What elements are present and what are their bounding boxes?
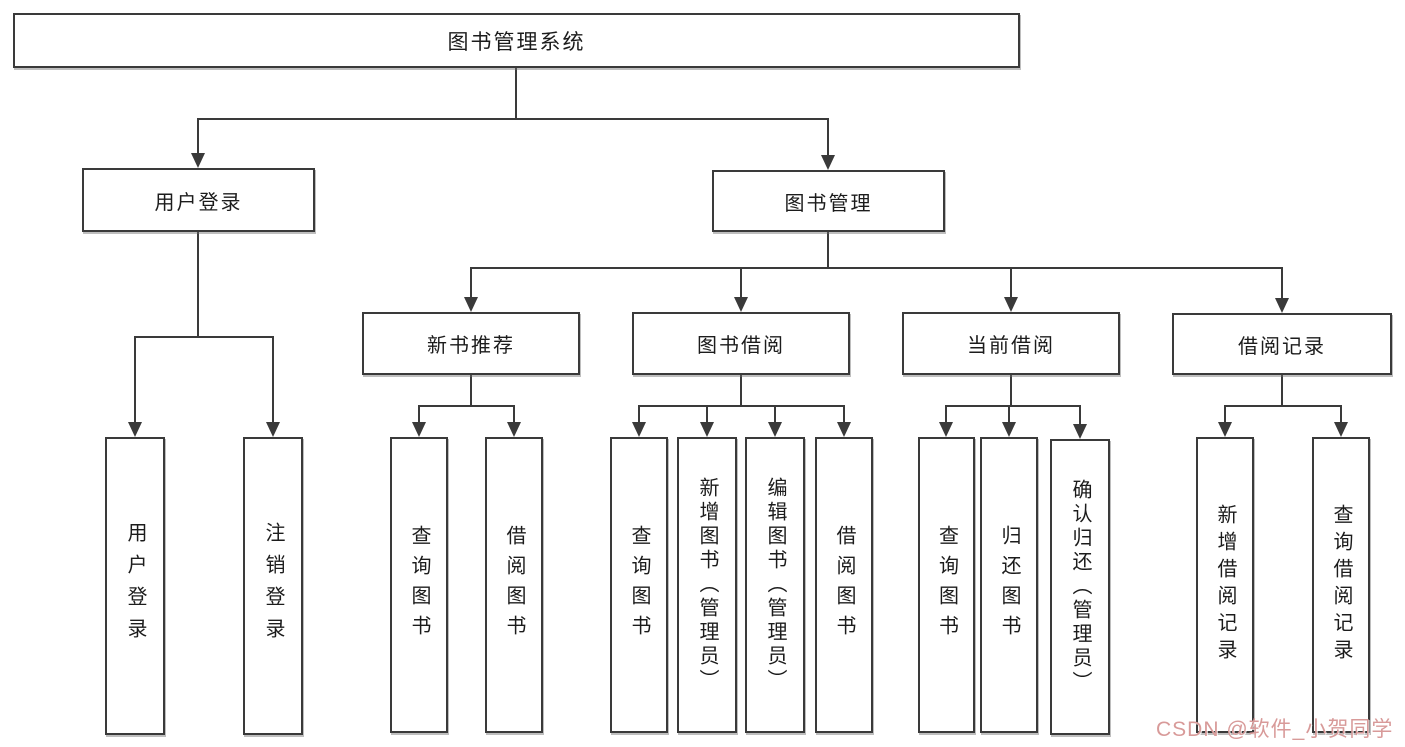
connector-line <box>1008 405 1010 424</box>
node-book-borrow: 图书借阅 <box>632 312 850 375</box>
connector-line <box>1224 405 1342 407</box>
connector-line <box>945 405 947 424</box>
arrow-down-icon <box>837 422 851 437</box>
connector-line <box>1281 375 1283 407</box>
connector-line <box>418 405 515 407</box>
connector-line <box>134 336 274 338</box>
connector-line <box>197 118 829 120</box>
connector-line <box>272 336 274 424</box>
connector-line <box>706 405 708 424</box>
leaf-query-book-1: 查询图书 <box>390 437 448 733</box>
node-user-login: 用户登录 <box>82 168 315 232</box>
leaf-borrow-book-2: 借阅图书 <box>815 437 873 733</box>
connector-line <box>827 118 829 158</box>
arrow-down-icon <box>412 422 426 437</box>
connector-line <box>513 405 515 424</box>
arrow-down-icon <box>1073 424 1087 439</box>
leaf-query-book-3: 查询图书 <box>918 437 975 733</box>
arrow-down-icon <box>464 297 478 312</box>
leaf-add-borrow-record: 新增借阅记录 <box>1196 437 1254 733</box>
connector-line <box>774 405 776 424</box>
leaf-logout: 注销登录 <box>243 437 303 735</box>
arrow-down-icon <box>700 422 714 437</box>
connector-line <box>134 336 136 424</box>
connector-line <box>197 232 199 338</box>
node-current-borrow: 当前借阅 <box>902 312 1120 375</box>
connector-line <box>945 405 1080 407</box>
arrow-down-icon <box>768 422 782 437</box>
arrow-down-icon <box>1218 422 1232 437</box>
leaf-query-borrow-record: 查询借阅记录 <box>1312 437 1370 733</box>
connector-line <box>515 68 517 119</box>
node-borrow-record: 借阅记录 <box>1172 313 1392 375</box>
leaf-borrow-book-1: 借阅图书 <box>485 437 543 733</box>
arrow-down-icon <box>1275 298 1289 313</box>
connector-line <box>827 232 829 268</box>
arrow-down-icon <box>939 422 953 437</box>
connector-line <box>1010 375 1012 407</box>
arrow-down-icon <box>734 297 748 312</box>
connector-line <box>1079 405 1081 424</box>
leaf-user-login: 用户登录 <box>105 437 165 735</box>
arrow-down-icon <box>128 422 142 437</box>
arrow-down-icon <box>1002 422 1016 437</box>
arrow-down-icon <box>1334 422 1348 437</box>
leaf-confirm-return-admin: 确认归还（管理员） <box>1050 439 1110 735</box>
connector-line <box>1010 267 1012 300</box>
leaf-edit-book-admin: 编辑图书（管理员） <box>745 437 805 733</box>
arrow-down-icon <box>632 422 646 437</box>
connector-line <box>740 375 742 407</box>
node-new-book-recommend: 新书推荐 <box>362 312 580 375</box>
csdn-watermark: CSDN @软件_小贺同学 <box>1156 718 1394 741</box>
connector-line <box>470 375 472 407</box>
arrow-down-icon <box>266 422 280 437</box>
leaf-add-book-admin: 新增图书（管理员） <box>677 437 737 733</box>
connector-line <box>740 267 742 300</box>
arrow-down-icon <box>507 422 521 437</box>
connector-line <box>638 405 845 407</box>
connector-line <box>1281 267 1283 300</box>
connector-line <box>1340 405 1342 424</box>
connector-line <box>638 405 640 424</box>
connector-line <box>1224 405 1226 424</box>
arrow-down-icon <box>821 155 835 170</box>
connector-line <box>470 267 1283 269</box>
connector-line <box>197 118 199 156</box>
arrow-down-icon <box>191 153 205 168</box>
arrow-down-icon <box>1004 297 1018 312</box>
connector-line <box>470 267 472 300</box>
connector-line <box>418 405 420 424</box>
node-book-management: 图书管理 <box>712 170 945 232</box>
leaf-return-book: 归还图书 <box>980 437 1038 733</box>
connector-line <box>843 405 845 424</box>
node-root-title: 图书管理系统 <box>13 13 1020 68</box>
leaf-query-book-2: 查询图书 <box>610 437 668 733</box>
